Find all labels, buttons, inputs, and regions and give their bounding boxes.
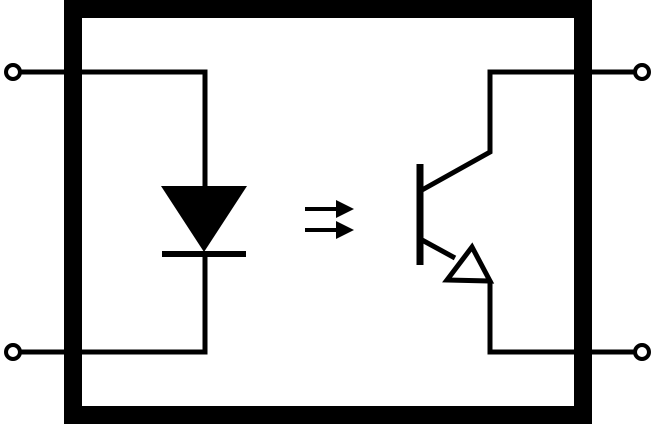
emitter-diagonal [420,237,457,261]
led-diode-triangle [161,186,247,252]
emitter-arrow [442,242,495,284]
anode-terminal [4,63,22,81]
emitter-lead [487,280,638,355]
collector-terminal [633,63,651,81]
led-circuit [15,69,208,355]
cathode-lead [15,251,208,355]
package-outline [64,0,592,424]
light-emission-arrows [305,200,354,239]
anode-lead [15,69,208,189]
cathode-terminal [4,343,22,361]
light-arrow-lower-head [336,221,354,239]
light-arrow-upper-head [336,200,354,218]
emitter-terminal [633,343,651,361]
transistor-circuit [420,69,638,355]
collector-lead [420,69,638,193]
